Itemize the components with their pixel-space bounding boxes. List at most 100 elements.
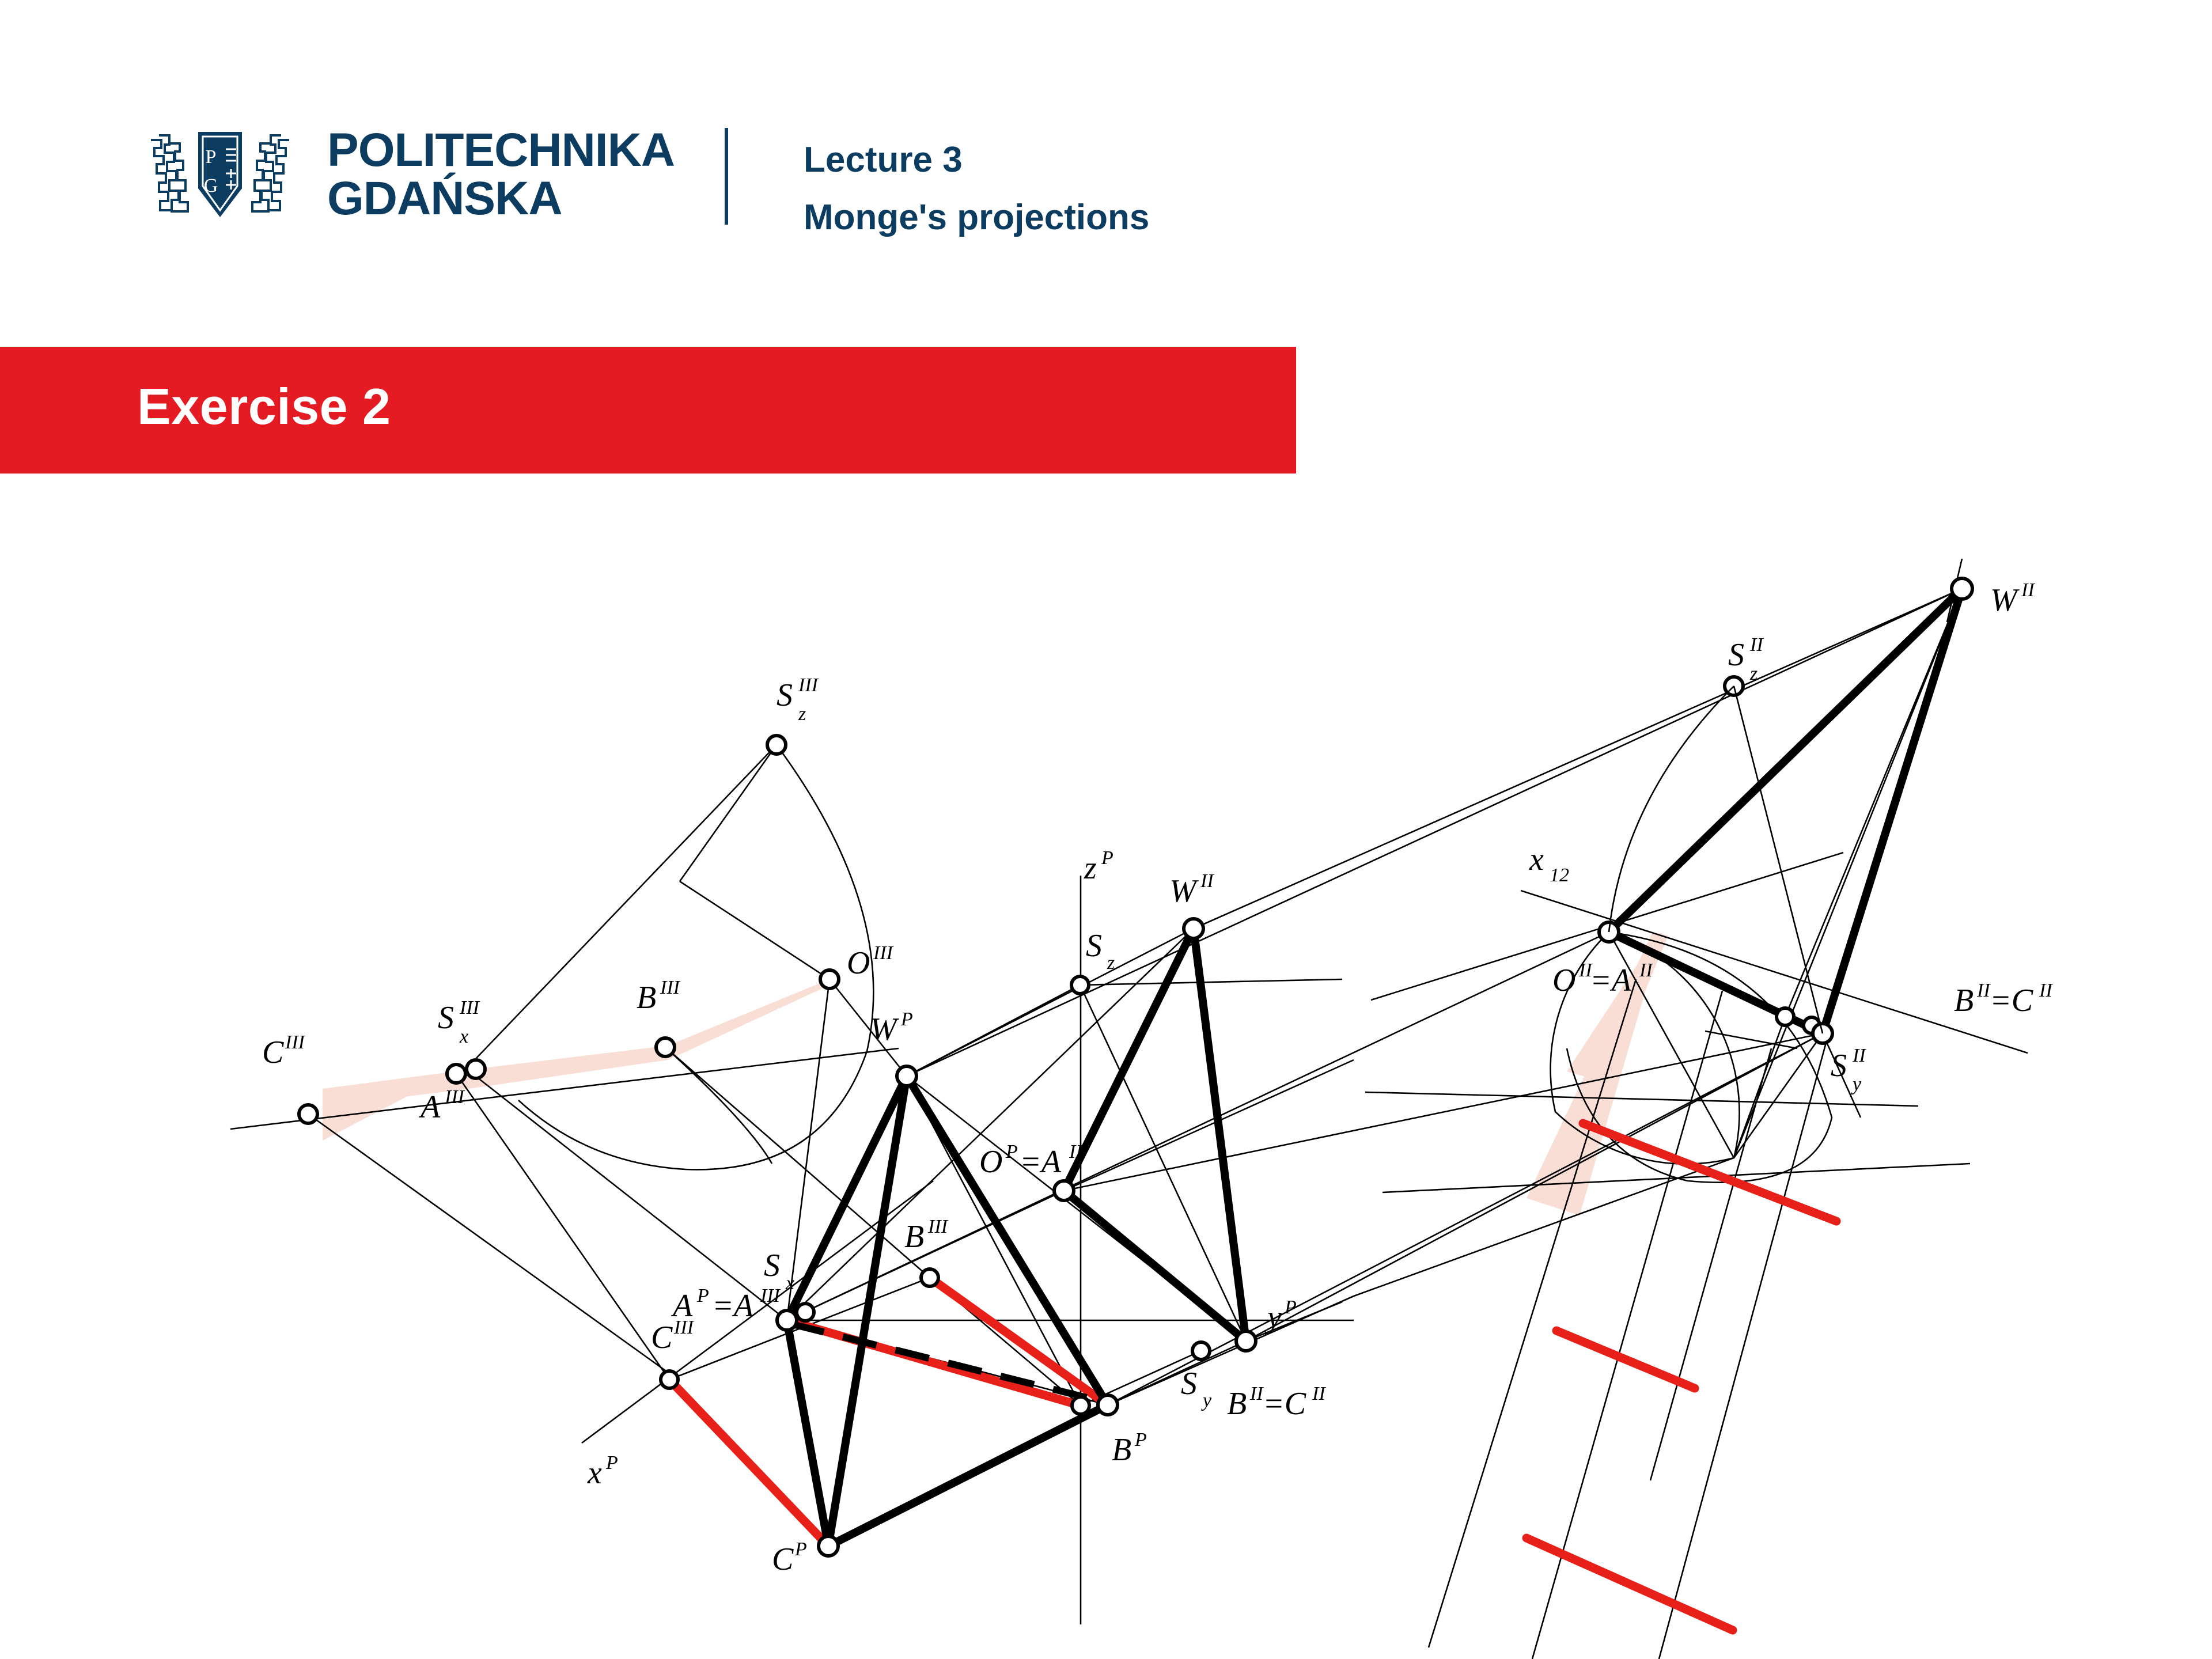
edge-W2-B2C2 xyxy=(1190,925,1250,1345)
svg-text:II: II xyxy=(1312,1383,1326,1404)
svg-text:III: III xyxy=(673,1317,695,1338)
svg-text:P: P xyxy=(1284,1297,1297,1318)
svg-text:III: III xyxy=(660,977,681,998)
svg-text:S: S xyxy=(1728,637,1744,673)
svg-text:III: III xyxy=(459,997,480,1018)
svg-text:III: III xyxy=(873,942,894,964)
svg-text:S: S xyxy=(777,677,793,713)
point-Sz3 xyxy=(766,734,787,756)
svg-text:W: W xyxy=(1169,873,1199,909)
svg-text:II: II xyxy=(1976,980,1991,1001)
point-OP-A2 xyxy=(1052,1179,1075,1202)
svg-text:x: x xyxy=(785,1272,794,1294)
lecture-title-block: Lecture 3 Monge's projections xyxy=(804,131,1149,247)
svg-text:P: P xyxy=(900,1009,913,1030)
svg-text:z: z xyxy=(1749,663,1758,684)
svg-text:S: S xyxy=(1181,1366,1197,1402)
svg-text:y: y xyxy=(1851,1074,1862,1095)
svg-text:12: 12 xyxy=(1550,865,1569,886)
point-Sy xyxy=(1191,1340,1211,1361)
svg-text:=A: =A xyxy=(712,1288,754,1324)
exercise-banner xyxy=(0,347,1296,474)
svg-text:B: B xyxy=(1112,1432,1131,1468)
edge-WP-CP xyxy=(824,1072,911,1550)
svg-text:II: II xyxy=(1069,1141,1083,1162)
crest-letter-p: P xyxy=(206,146,217,168)
svg-text:P: P xyxy=(605,1452,618,1474)
rabatted-plane-group xyxy=(581,588,1963,1624)
edge-OP-B2C2 xyxy=(1060,1187,1250,1345)
lecture-topic: Monge's projections xyxy=(804,198,1150,238)
edge-WP-BP xyxy=(903,1072,1112,1409)
svg-text:II: II xyxy=(2039,980,2053,1001)
edge-CP-BP xyxy=(824,1401,1112,1550)
pg-crest-icon: P G xyxy=(151,132,289,217)
svg-text:z: z xyxy=(1107,952,1115,974)
point-BP xyxy=(1096,1393,1119,1416)
svg-text:A: A xyxy=(418,1089,441,1125)
svg-text:A: A xyxy=(671,1288,693,1324)
point-Sz xyxy=(1070,975,1090,995)
edge-W2-OP xyxy=(1060,925,1198,1195)
svg-text:x: x xyxy=(1529,842,1544,877)
svg-text:O: O xyxy=(847,945,870,981)
svg-text:II: II xyxy=(2021,579,2035,601)
point-C3-mid xyxy=(659,1369,680,1390)
point-O3 xyxy=(819,968,840,990)
svg-text:S: S xyxy=(764,1248,780,1283)
svg-text:O: O xyxy=(1552,963,1575,998)
monge-projection-diagram: .thin {stroke:#000;stroke-width:2.6;fill… xyxy=(0,472,2212,1659)
edge-W2-B2C2-right xyxy=(1819,585,1966,1037)
svg-text:P: P xyxy=(1101,847,1113,869)
label-x12: x 12 xyxy=(1529,842,1569,886)
svg-text:x: x xyxy=(459,1026,468,1047)
lecture-number: Lecture 3 xyxy=(804,140,963,180)
svg-text:B: B xyxy=(1227,1386,1247,1422)
svg-text:B: B xyxy=(904,1219,924,1255)
header-divider xyxy=(725,128,728,225)
svg-text:=C: =C xyxy=(1263,1386,1306,1422)
svg-text:W: W xyxy=(1990,582,2020,618)
university-name: POLITECHNIKA GDAŃSKA xyxy=(327,126,675,222)
svg-text:O: O xyxy=(979,1144,1002,1180)
edge-O2-W2 xyxy=(1605,585,1966,936)
svg-text:y: y xyxy=(1264,1300,1282,1335)
third-projection-group xyxy=(230,734,930,1380)
svg-text:III: III xyxy=(444,1086,465,1108)
svg-text:S: S xyxy=(1831,1048,1847,1084)
svg-text:=A: =A xyxy=(1590,963,1632,998)
edge-WP-AP xyxy=(783,1072,911,1324)
svg-text:P: P xyxy=(794,1539,807,1560)
red-segment-r2 xyxy=(1552,1326,1699,1393)
red-segment-r3 xyxy=(1522,1533,1737,1635)
svg-text:II: II xyxy=(1639,960,1653,981)
point-AP-A3 xyxy=(775,1309,798,1332)
point-B3-mid xyxy=(919,1267,940,1288)
point-mid-foot xyxy=(1070,1395,1091,1416)
university-logo-block: P G POLITECHNIKA GDAŃSKA xyxy=(134,124,675,225)
point-Sx xyxy=(795,1302,816,1323)
red-segment-C3-CP xyxy=(665,1375,833,1551)
svg-text:z: z xyxy=(798,703,806,725)
svg-text:C: C xyxy=(772,1541,794,1577)
page-title: Exercise 2 xyxy=(137,378,391,435)
point-B3-left xyxy=(654,1036,676,1058)
